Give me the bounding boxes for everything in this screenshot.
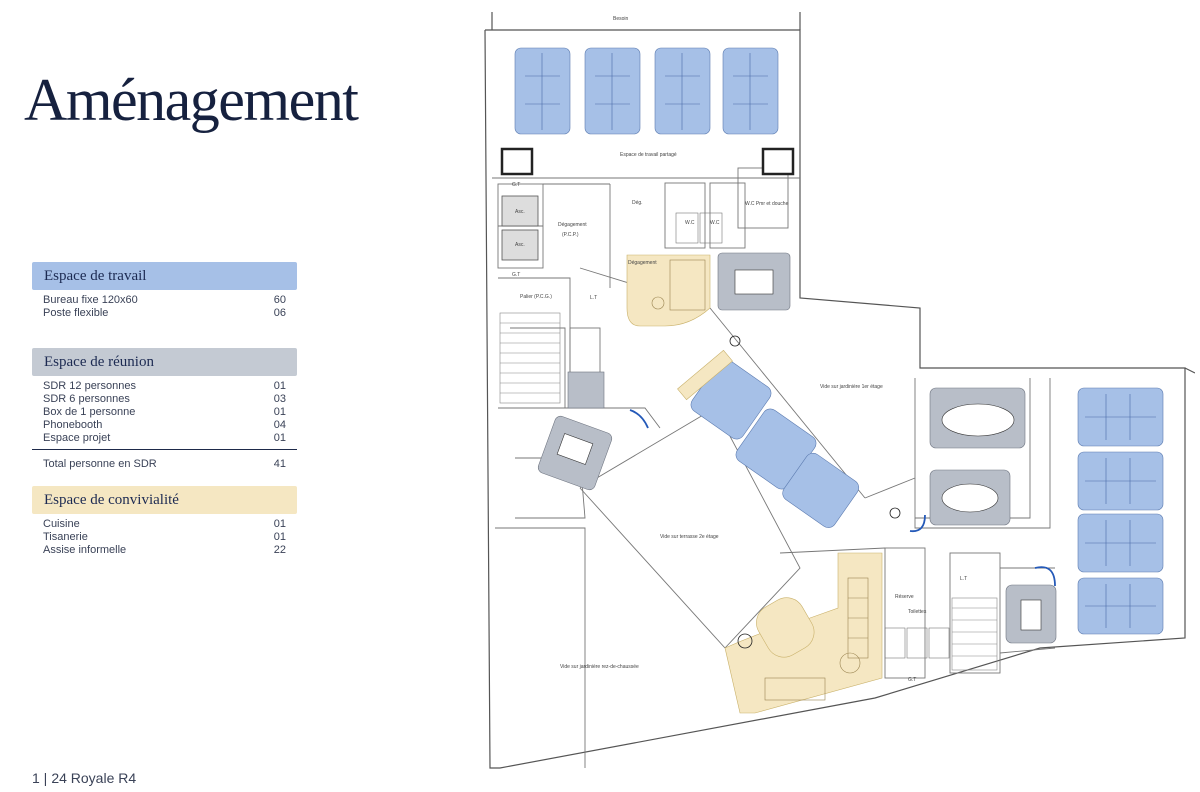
label-vide-jardiniere-rdc: Vide sur jardinière rez-de-chaussée bbox=[560, 664, 639, 670]
legend-row-label: SDR 12 personnes bbox=[43, 380, 136, 392]
label-asc-2: Asc. bbox=[515, 242, 525, 248]
legend-row-label: Assise informelle bbox=[43, 544, 127, 556]
label-degagement-pcp: Dégagement bbox=[558, 222, 587, 228]
label-gt: G.T bbox=[512, 182, 520, 188]
legend-row-label: Cuisine bbox=[43, 518, 80, 530]
legend-row-label: Poste flexible bbox=[43, 307, 109, 319]
legend-total-value: 41 bbox=[273, 458, 286, 470]
legend-row: Phonebooth 04 bbox=[32, 419, 297, 432]
toilets bbox=[675, 212, 950, 659]
legend-row: Box de 1 personne 01 bbox=[32, 406, 297, 419]
work-areas bbox=[514, 47, 1164, 635]
label-espace-travail: Espace de travail partagé bbox=[620, 152, 677, 158]
legend-row: Espace projet 01 bbox=[32, 432, 297, 445]
legend-work-heading: Espace de travail bbox=[32, 262, 297, 290]
legend-row-value: 01 bbox=[273, 518, 286, 530]
label-palier: Palier (P.C.G.) bbox=[520, 294, 552, 300]
floor-plan: Besoin G.T G.T Asc. Asc. Dégagement (P.C… bbox=[484, 12, 1195, 769]
legend-total-row: Total personne en SDR 41 bbox=[32, 449, 297, 471]
legend-row: Assise informelle 22 bbox=[32, 544, 297, 557]
meeting-tables bbox=[556, 269, 1042, 631]
legend-row-value: 04 bbox=[273, 419, 286, 431]
legend-row: SDR 12 personnes 01 bbox=[32, 380, 297, 393]
footer: 1 | 24 Royale R4 bbox=[32, 770, 136, 786]
social-areas bbox=[626, 254, 883, 714]
label-vide-jardiniere-1: Vide sur jardinière 1er étage bbox=[820, 384, 883, 390]
label-besoin: Besoin bbox=[613, 16, 629, 22]
legend-row-value: 01 bbox=[273, 531, 286, 543]
social-furniture bbox=[651, 259, 869, 701]
legend-meeting-heading: Espace de réunion bbox=[32, 348, 297, 376]
legend-row: Tisanerie 01 bbox=[32, 531, 297, 544]
legend-row-label: Tisanerie bbox=[43, 531, 88, 543]
legend-row-value: 01 bbox=[273, 380, 286, 392]
legend-social-heading: Espace de convivialité bbox=[32, 486, 297, 514]
staircase bbox=[499, 312, 998, 671]
legend-row-label: Box de 1 personne bbox=[43, 406, 136, 418]
legend-row-value: 60 bbox=[273, 294, 286, 306]
label-lt-2: L.T bbox=[960, 576, 967, 582]
legend-row: Poste flexible 06 bbox=[32, 307, 297, 320]
desk-grid bbox=[525, 53, 1156, 628]
legend-row-value: 03 bbox=[273, 393, 286, 405]
label-toilettes: Toilettes bbox=[908, 609, 927, 615]
legend-meeting-section: Espace de réunion SDR 12 personnes 01 SD… bbox=[32, 348, 297, 471]
label-lt: L.T bbox=[590, 295, 597, 301]
page-title: Aménagement bbox=[24, 67, 359, 133]
legend-social-section: Espace de convivialité Cuisine 01 Tisane… bbox=[32, 486, 297, 557]
legend-row-value: 01 bbox=[273, 406, 286, 418]
legend-row-label: Phonebooth bbox=[43, 419, 103, 431]
page-number: 1 | bbox=[32, 770, 48, 786]
label-wc-pmr: W.C Pmr et douche bbox=[745, 201, 789, 207]
label-wc-2: W.C bbox=[710, 220, 720, 226]
label-deg: Dég. bbox=[632, 200, 643, 206]
label-asc: Asc. bbox=[515, 209, 525, 215]
building-name: 24 Royale R4 bbox=[51, 770, 137, 786]
legend-row-value: 01 bbox=[273, 432, 286, 444]
legend-total-label: Total personne en SDR bbox=[43, 458, 157, 470]
label-reserve: Réserve bbox=[895, 594, 914, 600]
legend-row-value: 06 bbox=[273, 307, 286, 319]
legend-row-label: SDR 6 personnes bbox=[43, 393, 130, 405]
label-gt-2: G.T bbox=[512, 272, 520, 278]
label-degagement: Dégagement bbox=[628, 260, 657, 266]
legend-row-label: Espace projet bbox=[43, 432, 111, 444]
outer-walls bbox=[484, 12, 1195, 769]
legend-row-label: Bureau fixe 120x60 bbox=[43, 294, 138, 306]
legend-work-section: Espace de travail Bureau fixe 120x60 60 … bbox=[32, 262, 297, 320]
legend-row-value: 22 bbox=[273, 544, 286, 556]
plan-labels: Besoin G.T G.T Asc. Asc. Dégagement (P.C… bbox=[512, 16, 967, 683]
label-gt-3: G.T bbox=[908, 677, 916, 683]
doors bbox=[629, 409, 1056, 587]
label-vide-terrasse-2: Vide sur terrasse 2e étage bbox=[660, 534, 719, 540]
legend-row: Cuisine 01 bbox=[32, 518, 297, 531]
label-wc: W.C bbox=[685, 220, 695, 226]
legend-row: Bureau fixe 120x60 60 bbox=[32, 294, 297, 307]
elevators bbox=[500, 147, 795, 261]
label-pcp: (P.C.P.) bbox=[562, 232, 579, 238]
legend-row: SDR 6 personnes 03 bbox=[32, 393, 297, 406]
plants bbox=[729, 335, 901, 649]
